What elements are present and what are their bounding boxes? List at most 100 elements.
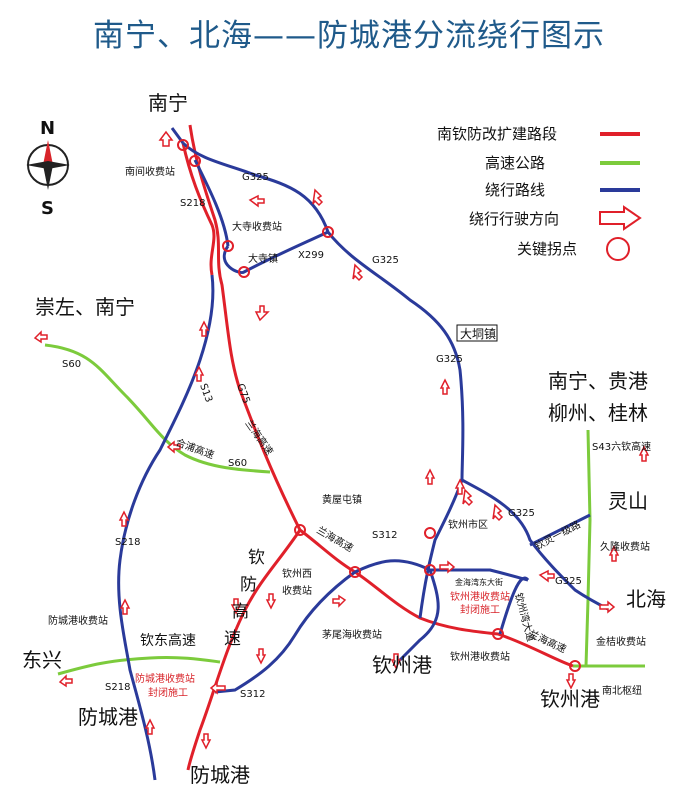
road-label-s43: S43六钦高速 [592,440,651,453]
place-beihai: 北海 [626,587,666,611]
legend-label-expressway: 高速公路 [485,154,545,172]
label-dasi-town: 大寺镇 [248,252,278,265]
road-s43 [584,429,592,667]
place-qinzhougang-e: 钦州港 [540,687,600,711]
key-points [177,139,581,672]
road-label-s60-a: S60 [62,359,81,370]
road-x299 [222,230,329,275]
label-dasi-toll: 大寺收费站 [232,220,282,233]
road-qinling [529,513,591,547]
road-label-g325-b: G325 [372,255,399,266]
label-fcg-toll-red2: 封闭施工 [148,686,188,699]
road-label-g325-e: G325 [555,576,582,587]
label-qzg-toll-red2: 封闭施工 [460,603,500,616]
road-label-s13: S13 [197,382,214,404]
place-dongxing: 东兴 [22,648,62,672]
road-label-g75: G75 [234,382,251,405]
road-label-g325-d: G325 [508,508,535,519]
keypoint-huangwutun [294,524,306,536]
road-s312-e [354,559,529,582]
label-qinfang-4: 速 [224,629,241,649]
road-qinzhouhai [498,576,530,635]
road-s312-w [214,570,356,694]
label-hepu: 合浦高速 [174,436,216,462]
place-fangchenggang-s: 防城港 [190,763,250,787]
label-qinling: 钦灵一级路 [532,518,582,553]
place-chongzuo: 崇左、南宁 [35,295,135,319]
label-qzg-toll-red1: 钦州港收费站 [450,590,510,603]
road-label-s218-a: S218 [180,198,205,209]
road-lanhai [299,528,574,668]
keypoint-nanbei [569,660,581,672]
road-s60 [44,343,271,474]
label-jingu: 金桔收费站 [596,635,646,648]
compass-north: N [40,118,55,139]
label-qindong: 钦东高速 [140,632,196,649]
label-qzg-toll: 钦州港收费站 [450,650,510,663]
label-qinfang-1: 钦 [248,548,265,568]
road-label-s218-c: S218 [105,682,130,693]
road-qzg [398,569,440,662]
road-g325-east [181,141,465,619]
road-g75-west [181,142,216,276]
label-qinzhou-west: 钦州西 [282,568,312,580]
road-label-s60-b: S60 [228,458,247,469]
compass-icon: N S [26,118,70,219]
road-s218-n [193,159,230,247]
road-label-s218-b: S218 [115,537,140,548]
label-lanhai-b: 兰海高速 [315,523,356,554]
label-nanjian-toll: 南间收费站 [125,165,175,178]
road-g325-se [461,478,611,612]
place-nanning-guigang: 南宁、贵港 [548,369,648,393]
label-qinzhou-city: 钦州市区 [448,518,488,531]
label-fcg-toll-red1: 防城港收费站 [135,672,195,685]
direction-arrows [33,130,650,750]
place-qinzhougang-c: 钦州港 [372,653,432,677]
expressway-lines [44,343,645,676]
legend: 南钦防改扩建路段 高速公路 绕行路线 绕行行驶方向 关键拐点 [437,125,642,261]
keypoint-nanjian2 [189,155,201,167]
label-jiulong: 久隆收费站 [600,540,650,553]
compass-south: S [41,198,54,219]
label-qinzhouhai: 钦州湾大道 [512,591,537,643]
keypoint-nanjian [177,139,189,151]
place-fangchenggang-w: 防城港 [78,705,138,729]
road-label-g325-c: G325 [436,354,463,365]
label-qinfang-2: 防 [240,575,257,595]
label-jinhai: 金海湾东大街 [455,577,503,587]
legend-arrow-icon [599,205,642,231]
road-s218-w [117,274,215,781]
road-label-g325-a: G325 [242,172,269,183]
keypoint-jinhai [424,564,436,576]
label-qinfang-3: 高 [232,602,249,622]
label-maoweihai: 茅尾海收费站 [322,628,382,641]
expansion-roads [181,124,574,771]
legend-label-direction: 绕行行驶方向 [469,210,559,228]
place-datong: 大垌镇 [460,327,496,341]
keypoint-dasi [222,240,234,252]
detour-roads [117,127,611,781]
legend-label-keypoint: 关键拐点 [517,240,577,258]
road-label-s312-a: S312 [372,530,397,541]
keypoint-qzg [492,628,504,640]
page-title: 南宁、北海——防城港分流绕行图示 [93,18,605,54]
legend-label-detour: 绕行路线 [485,181,545,199]
keypoint-qinzhouxi [349,566,361,578]
road-label-s312-b: S312 [240,689,265,700]
label-fcg-toll: 防城港收费站 [48,614,108,627]
label-lanhai-a: 兰海高速 [243,417,277,457]
datong-box [456,324,498,342]
place-lingshan: 灵山 [608,489,648,513]
road-qindong [57,655,221,676]
keypoint-dasi-town [238,266,250,278]
place-nanning: 南宁 [148,91,188,115]
legend-label-expansion: 南钦防改扩建路段 [437,125,557,143]
label-nanbei: 南北枢纽 [602,684,642,697]
road-label-x299: X299 [298,250,324,261]
label-qinzhou-west2: 收费站 [282,584,312,597]
label-huangwutun: 黄屋屯镇 [322,493,362,506]
keypoint-x299 [322,226,334,238]
keypoint-qinzhou [424,527,436,539]
road-g75-north [188,124,302,531]
